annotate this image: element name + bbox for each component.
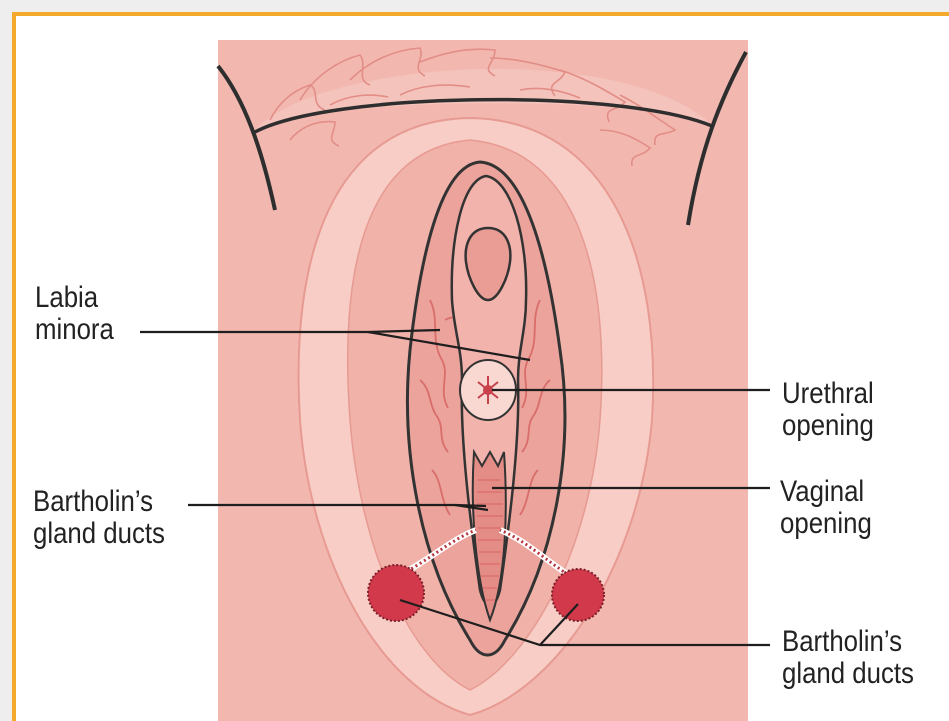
label-bartholin-right: Bartholin’s gland ducts xyxy=(782,626,914,690)
label-vaginal-line1: Vaginal xyxy=(780,476,872,508)
label-urethral-line1: Urethral xyxy=(782,378,874,410)
label-urethral-opening: Urethral opening xyxy=(782,378,874,442)
leader-bartholin-left xyxy=(188,505,486,506)
label-labia-minora: Labia minora xyxy=(35,282,114,346)
label-urethral-line2: opening xyxy=(782,410,874,442)
label-bartholin-right-line1: Bartholin’s xyxy=(782,626,914,658)
label-bartholin-left-line1: Bartholin’s xyxy=(33,486,165,518)
label-bartholin-right-line2: gland ducts xyxy=(782,658,914,690)
left-bartholin-gland xyxy=(368,565,424,621)
label-labia-minora-line2: minora xyxy=(35,314,114,346)
label-labia-minora-line1: Labia xyxy=(35,282,114,314)
label-vaginal-opening: Vaginal opening xyxy=(780,476,872,540)
right-bartholin-gland xyxy=(552,569,604,621)
label-bartholin-left-line2: gland ducts xyxy=(33,518,165,550)
label-bartholin-left: Bartholin’s gland ducts xyxy=(33,486,165,550)
label-vaginal-line2: opening xyxy=(780,508,872,540)
